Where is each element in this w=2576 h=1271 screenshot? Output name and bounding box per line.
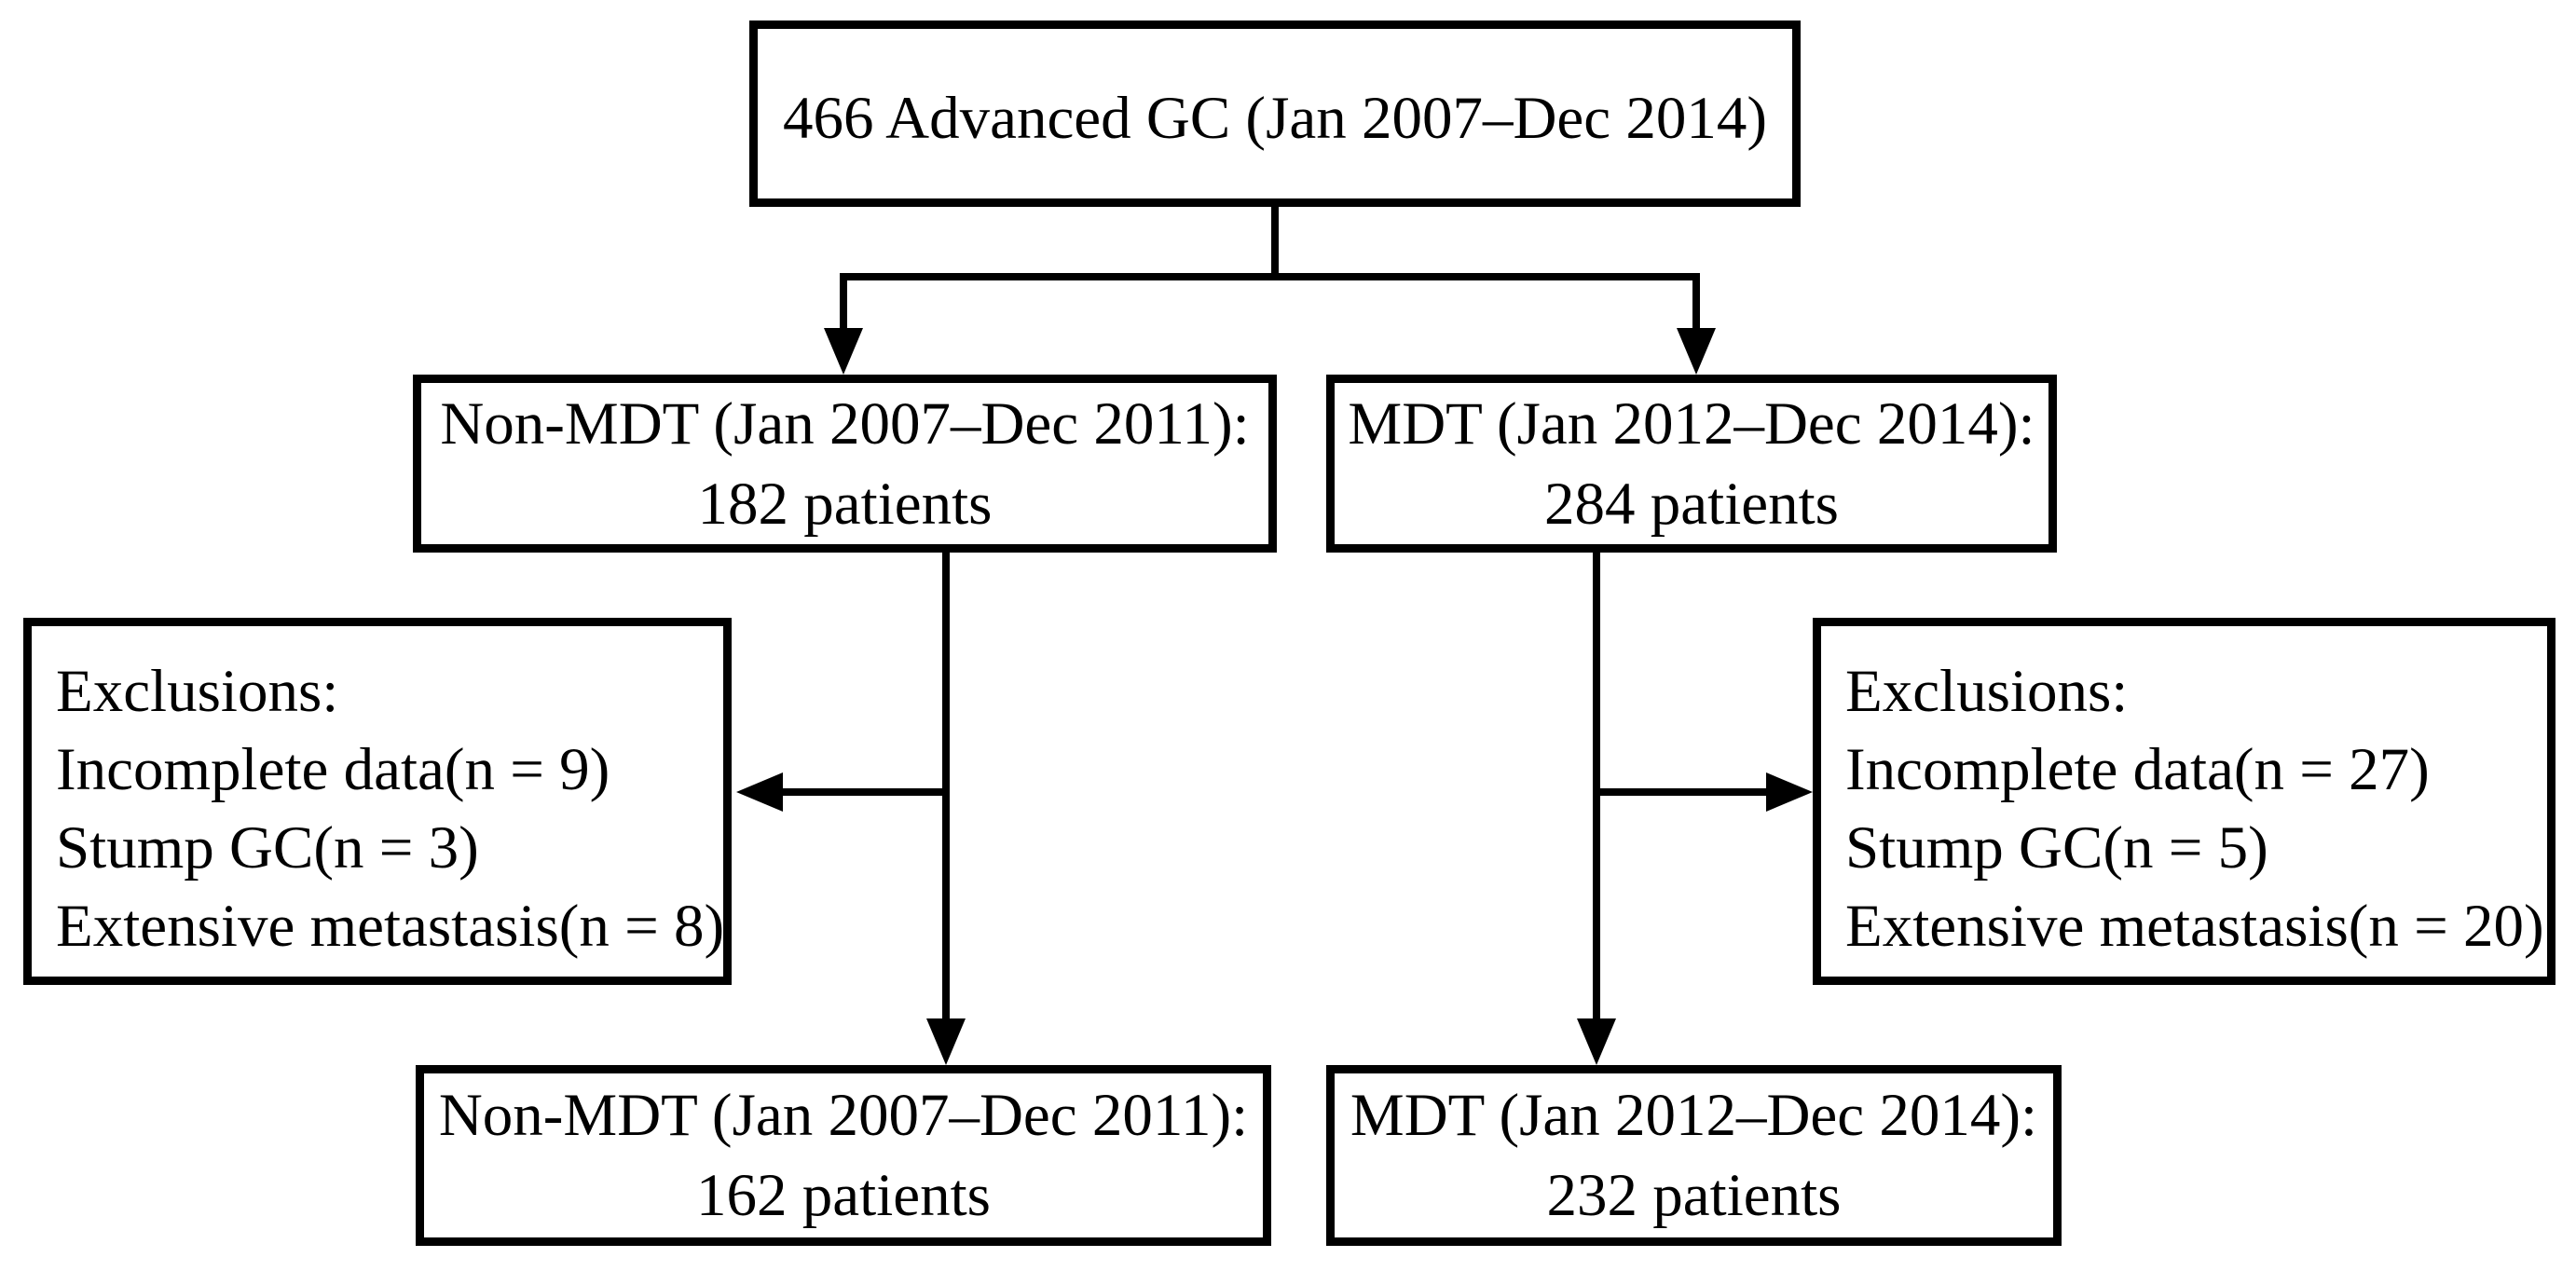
exclusions-title: Exclusions: (1845, 658, 2129, 725)
arrowhead-down-icon (926, 1018, 966, 1065)
arrowhead-down-icon (1577, 1018, 1616, 1065)
node-mdt-group: MDT (Jan 2012–Dec 2014): 284 patients (1326, 375, 2057, 553)
node-non-mdt-group: Non-MDT (Jan 2007–Dec 2011): 182 patient… (413, 375, 1277, 553)
node-non-mdt-final-count: 162 patients (696, 1162, 991, 1229)
node-mdt-final-count: 232 patients (1546, 1162, 1842, 1229)
arrowhead-down-icon (1677, 328, 1716, 375)
exclusion-item: Stump GC(n = 3) (56, 814, 479, 882)
node-mdt-final-label: MDT (Jan 2012–Dec 2014): (1350, 1082, 2038, 1149)
node-non-mdt-final: Non-MDT (Jan 2007–Dec 2011): 162 patient… (416, 1065, 1271, 1246)
exclusions-title: Exclusions: (56, 658, 339, 725)
exclusion-item: Incomplete data(n = 27) (1845, 736, 2430, 803)
exclusion-item: Incomplete data(n = 9) (56, 736, 610, 803)
exclusion-item: Stump GC(n = 5) (1845, 814, 2268, 882)
node-non-mdt-label: Non-MDT (Jan 2007–Dec 2011): (440, 390, 1250, 458)
arrowhead-down-icon (824, 328, 863, 375)
node-mdt-count: 284 patients (1544, 470, 1839, 538)
node-total-label: 466 Advanced GC (Jan 2007–Dec 2014) (782, 85, 1768, 152)
node-non-mdt-count: 182 patients (697, 470, 993, 538)
node-exclusions-non-mdt: Exclusions: Incomplete data(n = 9) Stump… (23, 618, 732, 985)
arrowhead-left-icon (736, 772, 783, 812)
node-exclusions-mdt: Exclusions: Incomplete data(n = 27) Stum… (1813, 618, 2555, 985)
node-mdt-label: MDT (Jan 2012–Dec 2014): (1348, 390, 2035, 458)
arrowhead-right-icon (1766, 772, 1813, 812)
exclusion-item: Extensive metastasis(n = 8) (56, 893, 725, 960)
exclusion-item: Extensive metastasis(n = 20) (1845, 893, 2544, 960)
node-mdt-final: MDT (Jan 2012–Dec 2014): 232 patients (1326, 1065, 2062, 1246)
node-total-advanced-gc: 466 Advanced GC (Jan 2007–Dec 2014) (749, 20, 1801, 207)
node-non-mdt-final-label: Non-MDT (Jan 2007–Dec 2011): (438, 1082, 1249, 1149)
edge-splitter (840, 273, 1700, 334)
